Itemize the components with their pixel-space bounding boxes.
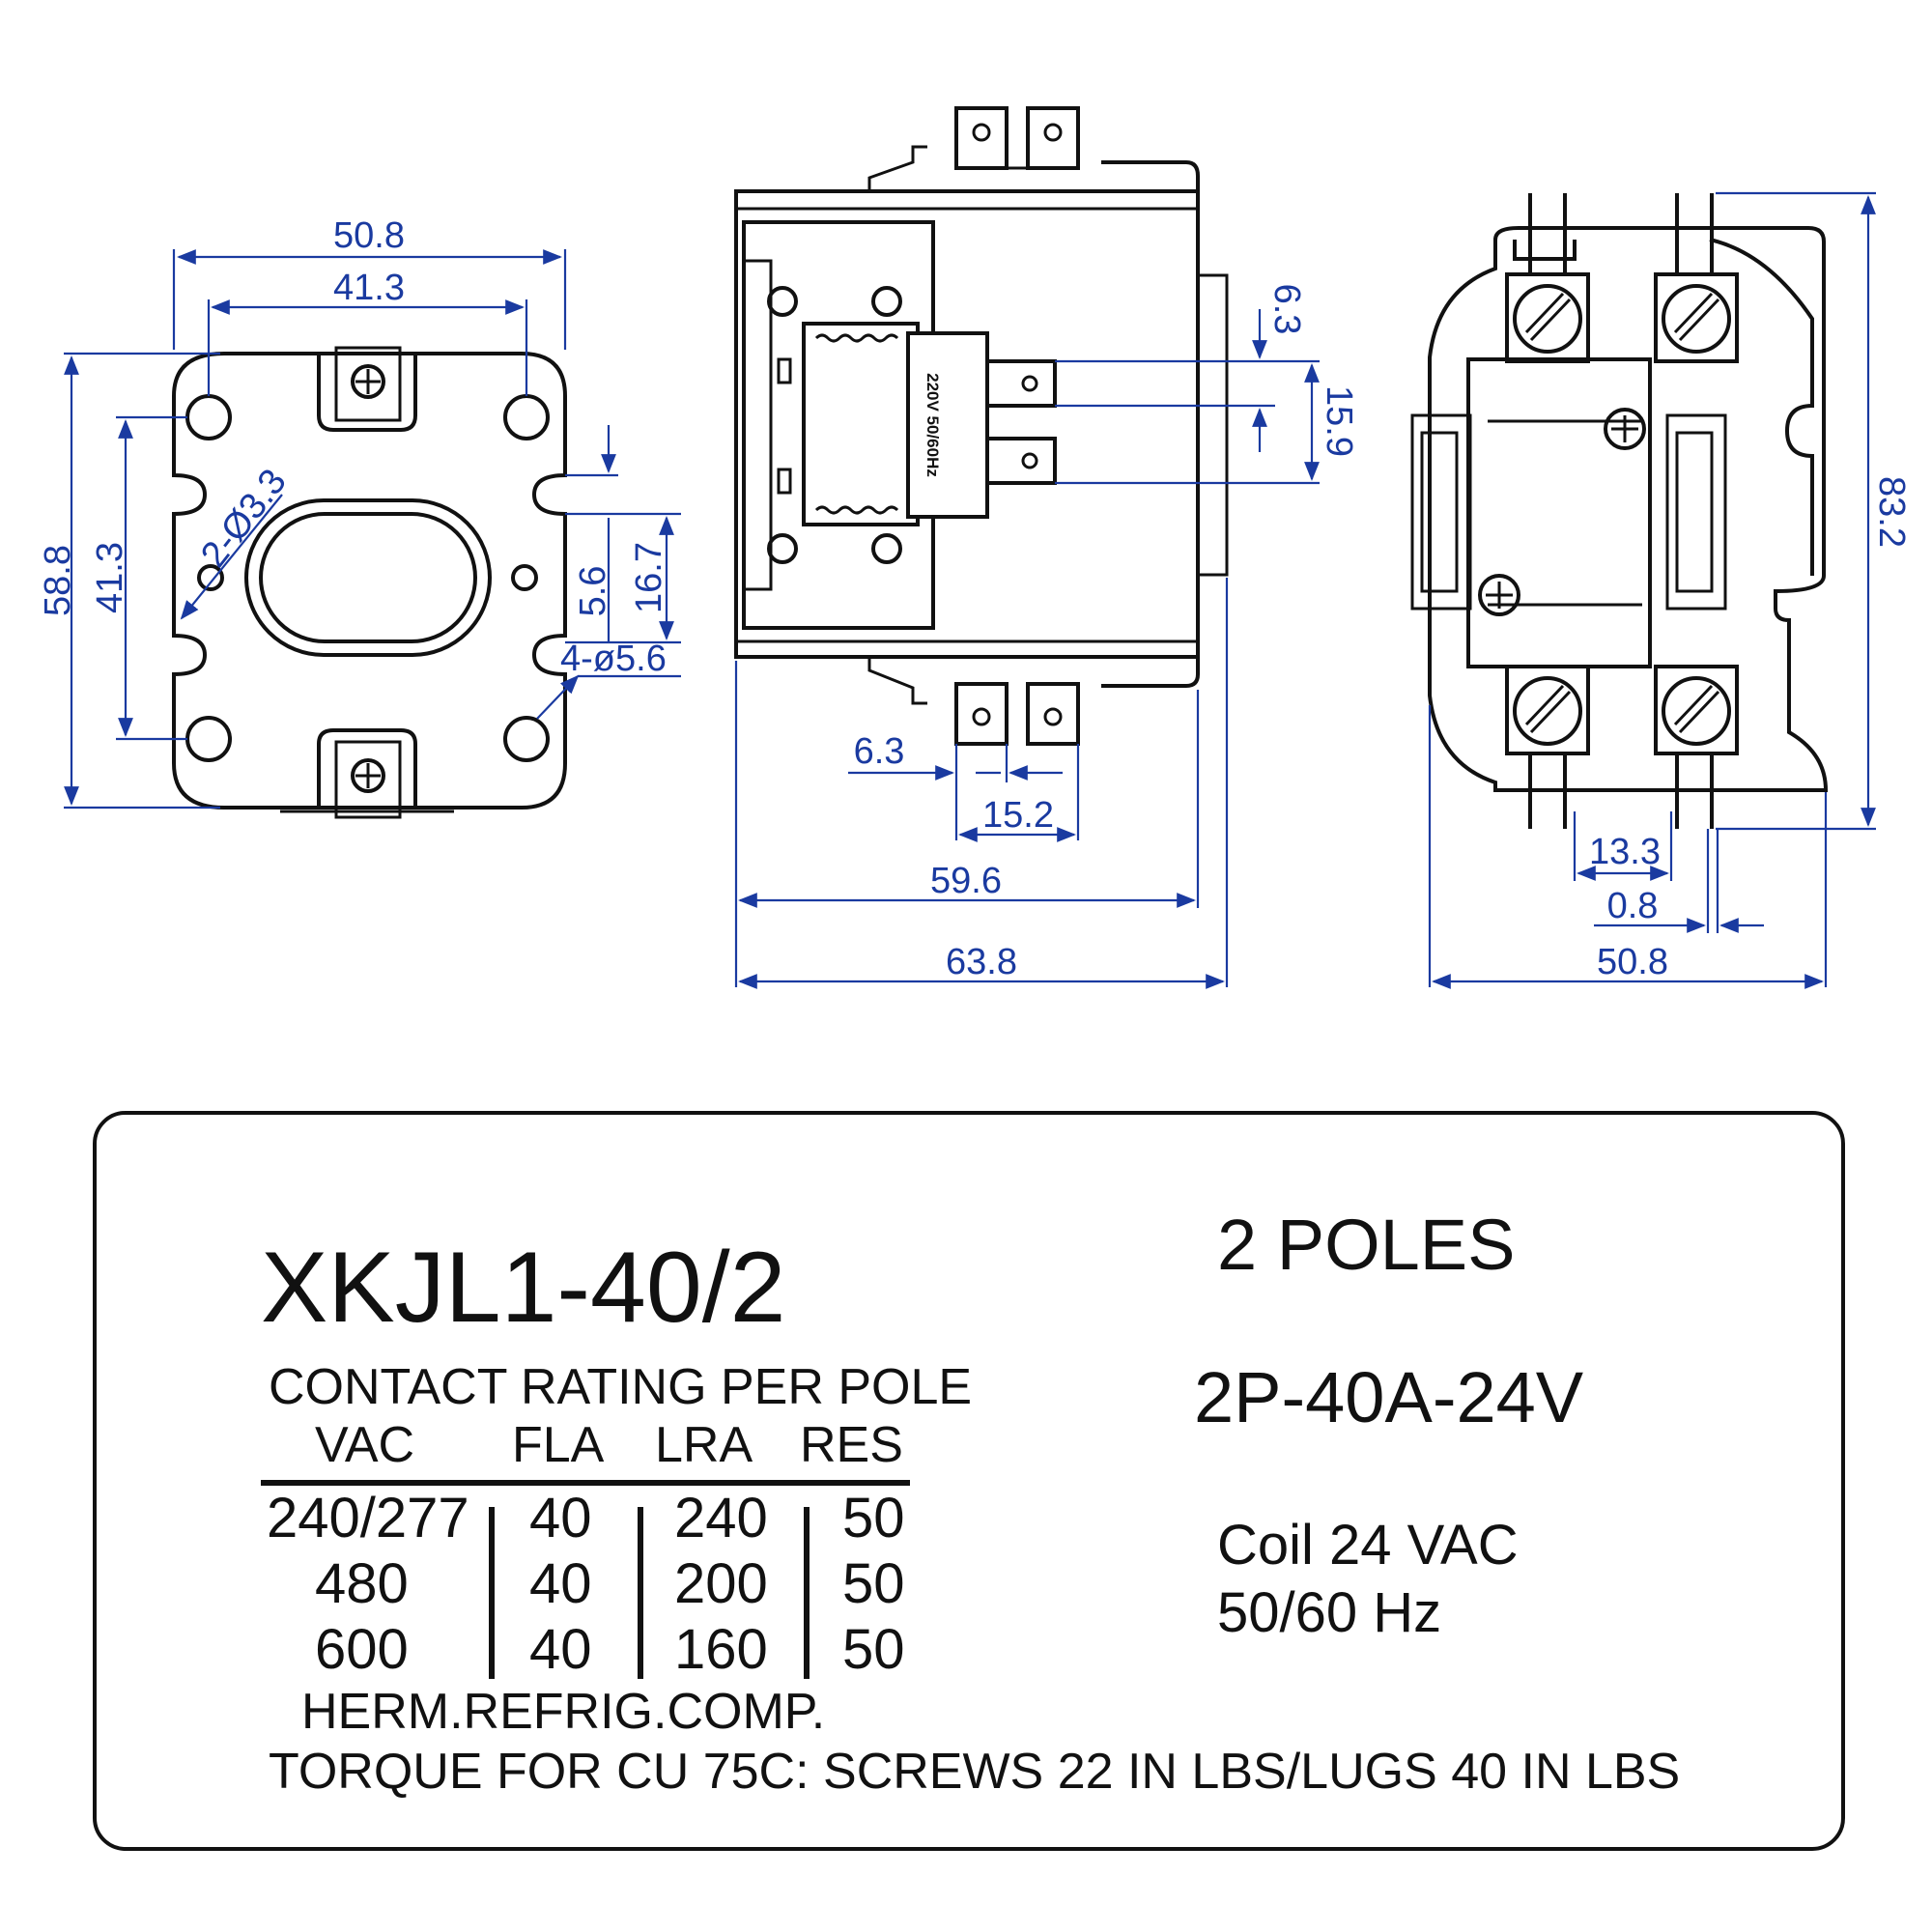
mount-hole	[503, 394, 550, 440]
column-divider	[638, 1507, 643, 1679]
table-cell: 40	[529, 1618, 592, 1681]
terminal-block	[1505, 272, 1590, 363]
poles-label: 2 POLES	[1217, 1205, 1516, 1285]
base-plate-outline	[172, 352, 567, 810]
table-cell: 40	[529, 1487, 592, 1549]
table-cell: 50	[842, 1618, 905, 1681]
header-vac: VAC	[315, 1417, 415, 1473]
mount-hole	[185, 716, 232, 762]
coil-label-block	[906, 331, 989, 519]
power-terminal	[954, 682, 1009, 746]
header-res: RES	[800, 1417, 903, 1473]
dim-front-pin-thickness: 0.8	[1607, 886, 1659, 926]
center-opening-outer	[244, 498, 492, 657]
front-center-block	[1466, 357, 1652, 668]
torque-spec: TORQUE FOR CU 75C: SCREWS 22 IN LBS/LUGS…	[269, 1744, 1681, 1800]
nameplate-panel: XKJL1-40/2 CONTACT RATING PER POLE VAC F…	[93, 1111, 1845, 1851]
screw-icon	[351, 758, 385, 793]
side-view: 220V 50/60Hz	[734, 106, 1229, 746]
table-cell: 50	[842, 1487, 905, 1549]
front-view-dimensions: 83.2 13.3 0.8 50.8	[1428, 191, 1912, 989]
coil-winding	[802, 322, 920, 526]
dim-side-terminal-width: 6.3	[854, 731, 905, 772]
table-divider	[261, 1480, 910, 1486]
dim-left-hole-spacing: 41.3	[333, 268, 405, 308]
small-hole	[197, 564, 224, 591]
table-cell: 240	[674, 1487, 768, 1549]
contact-rating-title: CONTACT RATING PER POLE	[269, 1359, 973, 1415]
table-cell: 200	[674, 1552, 768, 1615]
terminal-block	[1654, 665, 1739, 755]
application-note: HERM.REFRIG.COMP.	[301, 1684, 826, 1740]
power-terminal	[1026, 682, 1080, 746]
dim-side-tab-pitch: 15.9	[1319, 385, 1359, 457]
dim-left-width: 50.8	[333, 215, 405, 256]
center-opening-inner	[259, 512, 477, 643]
header-lra: LRA	[655, 1417, 753, 1473]
table-cell: 50	[842, 1552, 905, 1615]
coil-terminal	[985, 437, 1057, 485]
table-cell: 40	[529, 1552, 592, 1615]
coil-terminal	[985, 359, 1057, 408]
table-cell: 240/277	[267, 1487, 469, 1549]
terminal-block	[1505, 665, 1590, 755]
dim-left-hole-vertical: 41.3	[90, 542, 130, 613]
base-plate-view	[172, 346, 567, 819]
terminal-screw-icon	[1513, 284, 1582, 354]
power-terminal	[1026, 106, 1080, 170]
coil-voltage: Coil 24 VAC	[1217, 1514, 1519, 1577]
side-view-dimensions: 6.3 15.9 6.3 15.2 59.6 63.8	[734, 284, 1359, 989]
terminal-screw-icon	[1513, 676, 1582, 746]
dim-side-terminal-pitch: 15.2	[982, 795, 1054, 836]
power-terminal	[954, 106, 1009, 170]
left-view-dimensions: 50.8 41.3 58.8 41.3 2-Ø3.3 5.6 16.7 4-ø5…	[38, 215, 681, 810]
front-body-outline	[1428, 226, 1829, 792]
table-cell: 480	[315, 1552, 409, 1615]
dim-left-height: 58.8	[38, 545, 78, 616]
rating-label: 2P-40A-24V	[1194, 1357, 1584, 1437]
mount-hole	[185, 394, 232, 440]
dim-left-slot-pitch: 16.7	[629, 542, 669, 613]
dim-front-width: 50.8	[1597, 942, 1668, 982]
mount-hole	[503, 716, 550, 762]
model-number: XKJL1-40/2	[261, 1232, 786, 1344]
small-hole	[511, 564, 538, 591]
dim-front-height: 83.2	[1871, 476, 1912, 548]
dim-side-overall-depth: 63.8	[946, 942, 1017, 982]
terminal-block	[1654, 272, 1739, 363]
table-cell: 600	[315, 1618, 409, 1681]
dim-side-tab-width: 6.3	[1266, 284, 1307, 335]
coil-frequency: 50/60 Hz	[1217, 1581, 1442, 1644]
screw-icon	[1478, 574, 1520, 616]
column-divider	[489, 1507, 495, 1679]
front-view	[1410, 193, 1829, 829]
terminal-screw-icon	[1662, 284, 1731, 354]
dim-left-small-hole: 2-Ø3.3	[193, 462, 295, 575]
column-divider	[804, 1507, 810, 1679]
screw-icon	[1604, 408, 1646, 450]
coil-label: 220V 50/60Hz	[923, 373, 942, 477]
dim-left-slot: 5.6	[573, 566, 613, 617]
table-cell: 160	[674, 1618, 768, 1681]
screw-icon	[351, 364, 385, 399]
dim-front-pin-pitch: 13.3	[1589, 832, 1661, 872]
terminal-screw-icon	[1662, 676, 1731, 746]
dim-left-mount-hole: 4-ø5.6	[560, 639, 667, 679]
dim-side-body-depth: 59.6	[930, 861, 1002, 901]
header-fla: FLA	[512, 1417, 605, 1473]
